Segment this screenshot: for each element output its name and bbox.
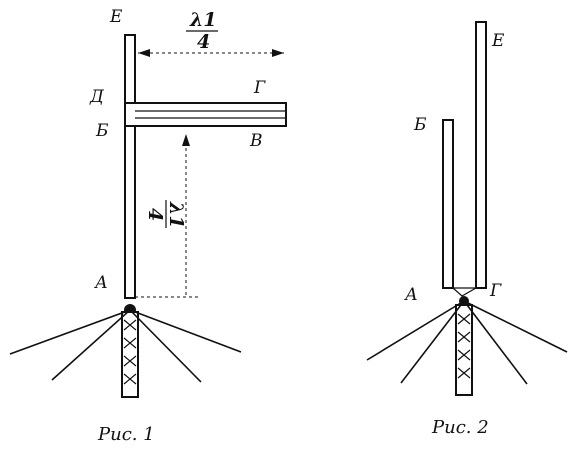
fig1-radial-4 xyxy=(129,309,242,353)
fig2-junction xyxy=(452,287,477,297)
fig1-main-mast xyxy=(124,125,136,299)
fig2-long-rod xyxy=(475,21,487,289)
fig2-label-A: А xyxy=(404,285,418,305)
fig1-top-dim-numerator: λ1 xyxy=(189,9,217,31)
figure-2: Б Е А Г Рис. 2 xyxy=(366,21,568,438)
fig1-side-dim-arrow-top xyxy=(182,134,190,146)
fig2-radial-2 xyxy=(400,300,465,384)
fig2-radial-4 xyxy=(463,300,568,353)
fig1-label-D: Д xyxy=(89,87,105,107)
fig1-top-dim-arrow-right xyxy=(272,49,284,57)
fig1-top-dim-denominator: 4 xyxy=(197,31,210,53)
fig2-label-E: Е xyxy=(491,31,505,51)
fig1-label-V: В xyxy=(249,131,263,151)
fig1-top-dim-arrow-left xyxy=(138,49,150,57)
fig2-radial-3 xyxy=(463,300,528,385)
fig1-side-dim-numerator: λ1 xyxy=(165,201,187,229)
fig2-short-rod xyxy=(442,119,454,289)
fig1-label-B: Б xyxy=(95,121,109,141)
fig1-label-E: Е xyxy=(109,7,123,27)
fig1-side-dim-label: λ1 4 xyxy=(144,200,187,229)
fig1-radial-2 xyxy=(51,309,131,381)
fig1-top-stub xyxy=(124,34,136,104)
fig1-side-dim-denominator: 4 xyxy=(144,208,166,221)
fig2-label-B: Б xyxy=(413,115,427,135)
fig1-radial-1 xyxy=(9,309,131,355)
fig2-coax-cable xyxy=(455,304,473,396)
fig2-label-G: Г xyxy=(489,281,502,301)
fig1-horizontal-arm xyxy=(124,102,287,127)
fig2-coax-braid xyxy=(457,313,471,379)
fig1-label-A: А xyxy=(94,273,108,293)
fig2-caption: Рис. 2 xyxy=(431,417,489,438)
fig1-radial-3 xyxy=(129,309,202,383)
fig1-caption: Рис. 1 xyxy=(97,424,155,445)
figure-1: λ1 4 λ1 4 Е Д Б Г В А Рис. 1 xyxy=(9,7,287,445)
fig1-coax-braid xyxy=(123,319,137,385)
fig2-radial-1 xyxy=(366,300,465,361)
fig1-label-G: Г xyxy=(253,78,266,98)
